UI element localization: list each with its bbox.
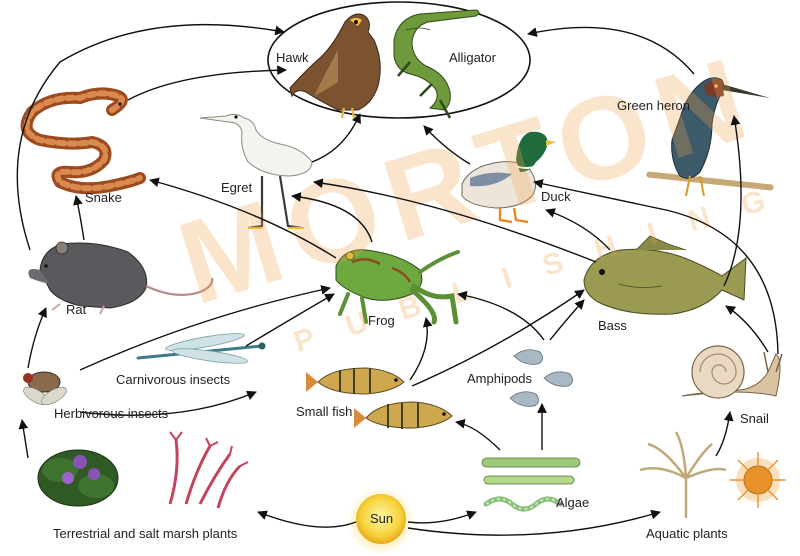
label-snake: Snake xyxy=(85,190,122,205)
arrow-sun-to-aquatic xyxy=(407,509,661,536)
algae-illustration xyxy=(481,457,581,512)
label-green-heron: Green heron xyxy=(617,98,690,113)
arrow-frog-to-snake xyxy=(149,177,337,259)
label-duck: Duck xyxy=(541,189,571,204)
arrow-rat-to-hawk xyxy=(16,23,285,251)
terrestrial-plants-illustration xyxy=(37,431,249,509)
arrow-herbivorous-to-carnivorous xyxy=(79,390,257,416)
arrow-sun-to-algae xyxy=(407,510,477,524)
arrow-frog-to-egret xyxy=(291,192,373,243)
carnivorous-insect-illustration xyxy=(136,333,266,364)
arrow-amphipods-to-frog xyxy=(457,290,545,341)
label-carnivorous-insects: Carnivorous insects xyxy=(116,372,231,387)
arrow-heron-to-top xyxy=(527,26,695,75)
label-snail: Snail xyxy=(740,411,769,426)
label-aquatic-plants: Aquatic plants xyxy=(646,526,728,541)
alligator-illustration xyxy=(393,9,480,119)
arrow-aquatic-to-snail xyxy=(715,411,734,457)
label-herbivorous-insects: Herbivorous insects xyxy=(54,406,169,421)
label-terrestrial-plants: Terrestrial and salt marsh plants xyxy=(53,526,238,541)
label-bass: Bass xyxy=(598,318,627,333)
arrow-amphipods-to-bass xyxy=(549,299,585,341)
rat-illustration xyxy=(28,241,214,315)
label-algae: Algae xyxy=(556,495,590,510)
arrow-rat-to-snake xyxy=(73,195,85,241)
duck-illustration xyxy=(461,131,556,224)
label-alligator: Alligator xyxy=(449,50,496,65)
top-predator-ellipse xyxy=(267,1,531,119)
frog-illustration xyxy=(335,249,460,325)
arrow-smallfish-to-frog xyxy=(409,317,433,381)
herbivorous-insect-illustration xyxy=(23,371,67,406)
snake-illustration xyxy=(20,87,146,195)
arrow-algae-to-smallfish xyxy=(455,418,501,451)
sun-illustration xyxy=(347,487,415,555)
snail-illustration xyxy=(681,345,783,399)
bass-illustration xyxy=(583,235,747,315)
label-frog: Frog xyxy=(368,313,395,328)
label-amphipods: Amphipods xyxy=(467,371,533,386)
arrow-snake-to-hawk xyxy=(127,65,287,101)
arrow-bass-to-duck xyxy=(545,208,611,251)
arrow-bass-to-egret xyxy=(313,178,597,263)
arrow-snail-to-bass xyxy=(725,305,769,353)
arrow-carnivorous-to-frog xyxy=(245,293,335,347)
arrow-bass-to-heron xyxy=(723,115,742,287)
arrow-egret-to-top xyxy=(311,113,361,163)
label-sun: Sun xyxy=(370,511,394,526)
arrow-smallfish-to-bass xyxy=(411,289,585,387)
arrow-herbivorous-to-rat xyxy=(27,307,47,369)
arrow-duck-to-top xyxy=(423,125,471,165)
arrow-terrestrial-to-herbivorous xyxy=(18,419,29,459)
aquatic-plants-illustration xyxy=(639,431,786,518)
label-egret: Egret xyxy=(221,180,253,195)
arrow-herbivorous-to-frog xyxy=(79,285,331,371)
arrow-snail-to-duck xyxy=(533,179,779,355)
small-fish-illustration xyxy=(306,367,453,429)
label-rat: Rat xyxy=(66,302,87,317)
egret-illustration xyxy=(199,113,313,230)
amphipods-illustration xyxy=(509,349,573,407)
hawk-illustration xyxy=(289,13,381,119)
label-hawk: Hawk xyxy=(276,50,309,65)
green-heron-illustration xyxy=(646,77,774,197)
arrow-sun-to-terrestrial xyxy=(257,510,357,528)
label-small-fish: Small fish xyxy=(296,404,353,419)
